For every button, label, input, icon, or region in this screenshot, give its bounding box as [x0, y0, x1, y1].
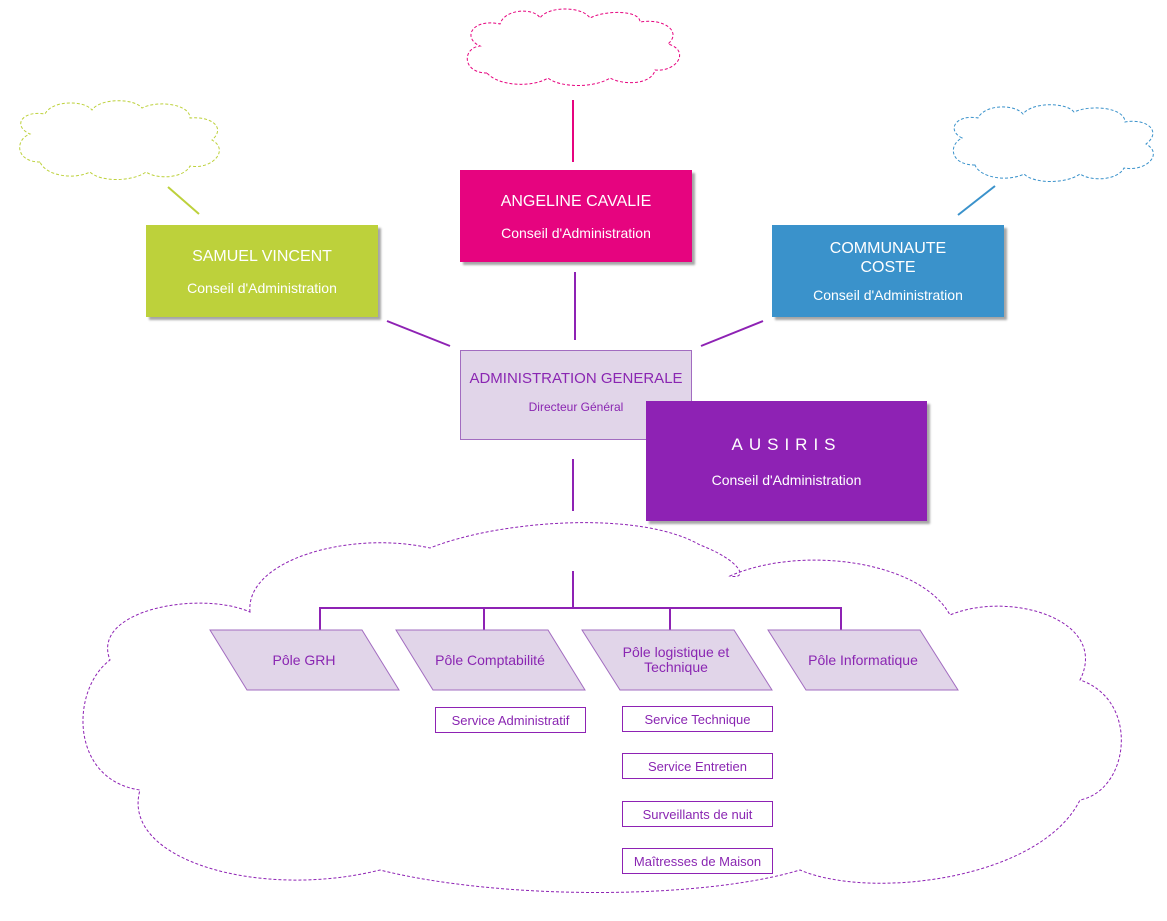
connector-green-cloud — [167, 186, 200, 215]
node-ausiris[interactable]: AUSIRIS Conseil d'Administration — [646, 401, 927, 521]
cloud-pink — [466, 8, 681, 86]
node-communaute-name: COMMUNAUTE COSTE — [829, 240, 947, 276]
service-maitresses-maison[interactable]: Maîtresses de Maison — [622, 848, 773, 874]
pole-comptabilite[interactable]: Pôle Comptabilité — [435, 651, 545, 668]
node-communaute-coste[interactable]: COMMUNAUTE COSTE Conseil d'Administratio… — [772, 225, 1004, 317]
node-angeline-cavalie[interactable]: ANGELINE CAVALIE Conseil d'Administratio… — [460, 170, 692, 262]
node-admin-name: ADMINISTRATION GENERALE — [469, 369, 683, 387]
node-angeline-name: ANGELINE CAVALIE — [500, 192, 652, 210]
pole-shape-info — [767, 629, 959, 691]
node-ausiris-role: Conseil d'Administration — [711, 471, 862, 488]
node-administration-generale[interactable]: ADMINISTRATION GENERALE Directeur Généra… — [460, 350, 692, 440]
node-samuel-vincent[interactable]: SAMUEL VINCENT Conseil d'Administration — [146, 225, 378, 317]
service-entretien[interactable]: Service Entretien — [622, 753, 773, 779]
cloud-blue — [952, 104, 1154, 182]
node-samuel-name: SAMUEL VINCENT — [192, 247, 332, 265]
node-samuel-role: Conseil d'Administration — [187, 279, 337, 296]
connector-green-admin — [386, 320, 451, 347]
pole-shape-logist — [581, 629, 773, 691]
service-administratif[interactable]: Service Administratif — [435, 707, 586, 733]
pole-logistique-technique[interactable]: Pôle logistique et Technique — [622, 644, 730, 675]
connector-blue-admin — [700, 320, 764, 347]
node-admin-role: Directeur Général — [528, 399, 624, 414]
cloud-green — [19, 100, 220, 180]
node-ausiris-name: AUSIRIS — [731, 434, 842, 454]
pole-grh[interactable]: Pôle GRH — [272, 651, 336, 668]
node-angeline-role: Conseil d'Administration — [501, 224, 651, 241]
pole-shape-compta — [395, 629, 586, 691]
service-surveillants-nuit[interactable]: Surveillants de nuit — [622, 801, 773, 827]
service-technique[interactable]: Service Technique — [622, 706, 773, 732]
pole-shape-grh — [209, 629, 400, 691]
cloud-big — [82, 522, 1122, 893]
connector-blue-cloud — [957, 185, 996, 216]
node-communaute-role: Conseil d'Administration — [813, 287, 963, 303]
pole-informatique[interactable]: Pôle Informatique — [808, 651, 918, 668]
